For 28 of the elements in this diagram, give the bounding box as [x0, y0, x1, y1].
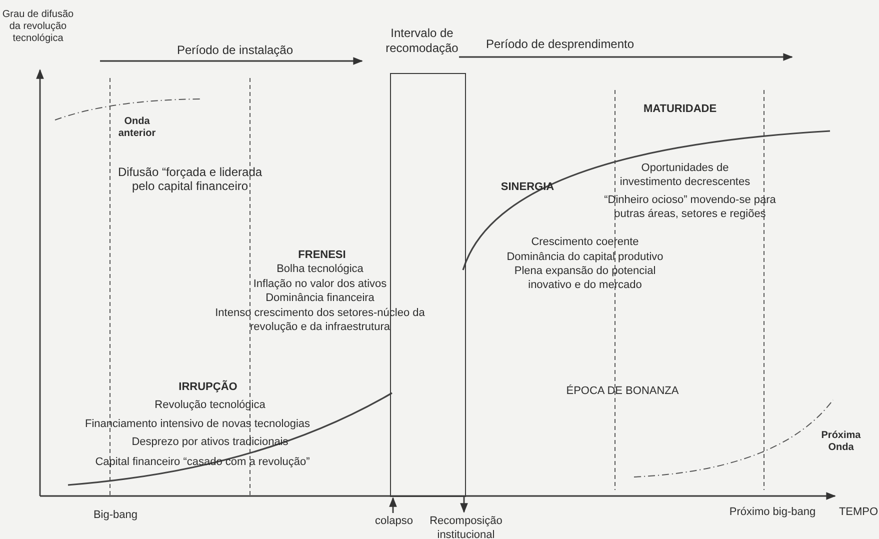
- phase-description: Crescimento coerente: [530, 235, 640, 249]
- phase-description: Bolha tecnológica: [276, 262, 364, 276]
- phase-description: Difusão “forçada e liderada pelo capital financeiro: [116, 165, 264, 193]
- event-label: Recomposição institucional: [420, 514, 512, 539]
- interval-heading: Intervalo de recomodação: [384, 26, 460, 56]
- period-label: Período de desprendimento: [484, 37, 636, 51]
- arrow: [460, 497, 468, 513]
- phase-description: Plena expansão do potencial inovativo e do mercado: [513, 264, 657, 292]
- phase-description: Financiamento intensivo de novas tecnologias: [84, 417, 312, 431]
- period-label: Período de instalação: [176, 43, 294, 57]
- wave-label: Onda anterior: [117, 116, 157, 140]
- axis-title: Grau de difusão da revolução tecnológica: [2, 9, 74, 45]
- phase-description: Inflação no valor dos ativos: [252, 277, 388, 291]
- event-label: Big-bang: [92, 508, 139, 522]
- phase-description: “Dinheiro ocioso” movendo-se para outras áreas, setores e regiões: [603, 193, 777, 221]
- phase-title: FRENESI: [297, 248, 347, 262]
- event-label: colapso: [373, 514, 415, 528]
- arrow: [389, 497, 397, 513]
- phase-description: Dominância financeira: [264, 291, 376, 305]
- phase-description: Oportunidades de investimento decrescentes: [618, 161, 752, 189]
- phase-description: Revolução tecnológica: [154, 398, 266, 412]
- phase-title: IRRUPÇÃO: [178, 380, 238, 394]
- phase-title: MATURIDADE: [642, 102, 718, 116]
- wave-label: Próxima Onda: [820, 430, 862, 454]
- phase-title: ÉPOCA DE BONANZA: [565, 384, 680, 398]
- event-label: Próximo big-bang: [728, 505, 817, 519]
- axis-title: TEMPO: [838, 505, 879, 519]
- phase-description: Dominância do capital produtivo: [506, 250, 664, 264]
